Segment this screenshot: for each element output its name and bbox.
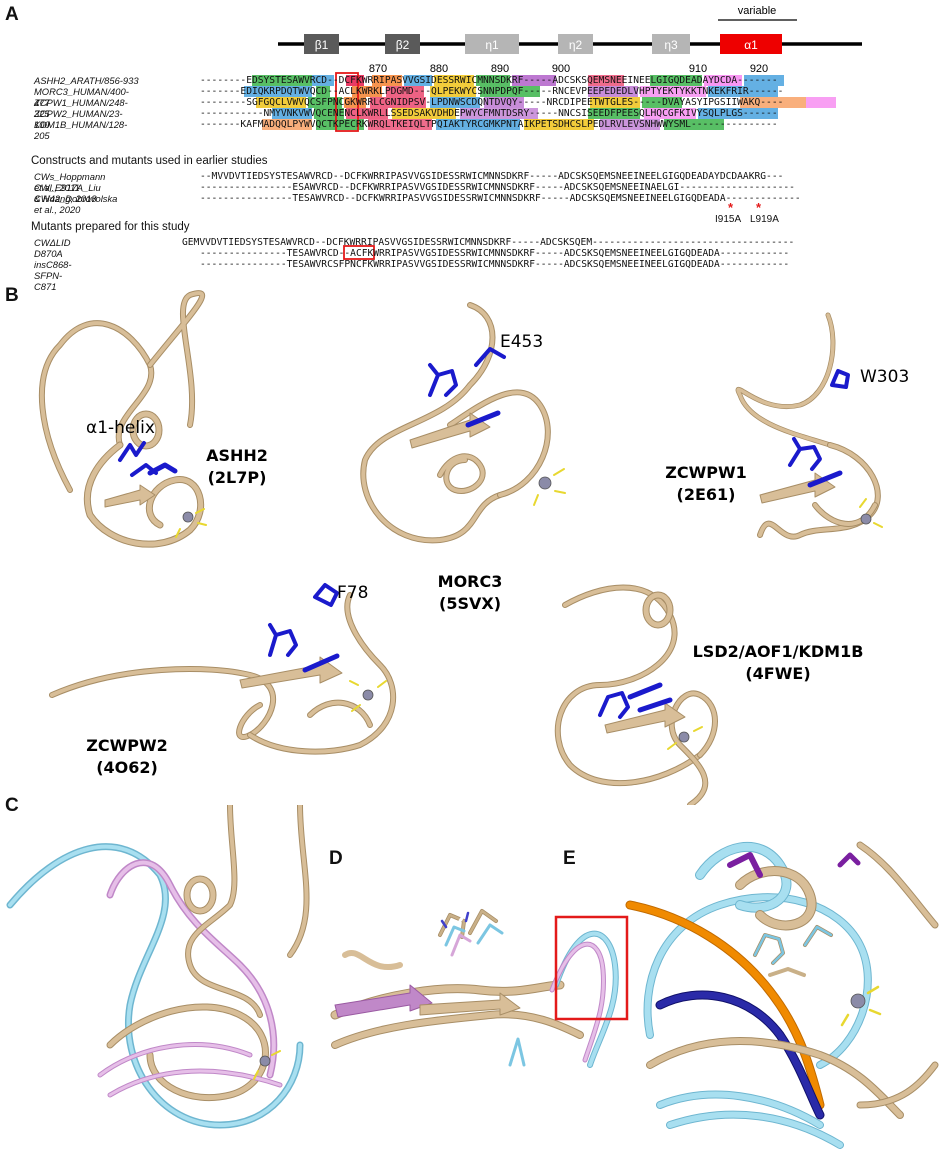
annotation-morc3: E453 [500, 332, 543, 352]
structure-name-zcwpw1: ZCWPW1 [665, 463, 747, 482]
this-study-title: Mutants prepared for this study [31, 221, 190, 233]
seq-name-morc3: MORC3_HUMAN/400-477 [34, 86, 129, 108]
structure-pdb-kdm1b: (4FWE) [745, 664, 810, 683]
ss-box-beta1 [304, 34, 339, 54]
ss-box-alpha1 [720, 34, 782, 54]
structure-pdb-morc3: (5SVX) [439, 594, 501, 613]
highlight-box-loop [554, 915, 629, 1021]
mutation-label-l919a: L919A [750, 214, 779, 225]
construct-name-3: CW42_Dobrovolska et al., 2020 [34, 193, 118, 215]
ruler-900: 900 [552, 63, 570, 75]
ss-label-beta2: β2 [396, 38, 410, 52]
construct-seq-1: --MVVDVTIEDSYSTESAWVRCD--DCFKWRRIPASVVGS… [200, 171, 784, 182]
seq-row-ashh2: --------EDSYSTESAWVRCD--DCFKWRRIPASVVGSI… [200, 75, 778, 86]
ss-box-beta2 [385, 34, 420, 54]
panel-label-d: D [329, 848, 343, 869]
alignment-colour-blocks [244, 75, 836, 130]
seq-row-zcpw2: -----------NMYVNKVWVQCENENCLKWRLLSSEDSAK… [200, 108, 778, 119]
mutant-seq-cwdlid: GEMVVDVTIEDSYSTESAWVRCD--DCFKWRRIPASVVGS… [182, 237, 795, 248]
panel-label-e: E [563, 848, 576, 869]
annotation-ashh2: α1-helix [86, 418, 155, 438]
ss-element-eta3: η3 [652, 34, 690, 54]
seq-row-kdm1b: -------KAFMADQQLPYWVQCTKPECRKWRQLTKEIQLT… [200, 119, 778, 130]
panel-label-c: C [5, 795, 19, 816]
annotation-zcwpw2: F78 [337, 583, 368, 603]
ss-label-alpha1: α1 [744, 38, 758, 52]
panel-a-alignment: variable β1 β2 η1 η2 η3 α1 870 880 890 9… [244, 5, 862, 260]
ruler-880: 880 [430, 63, 448, 75]
structure-kdm1b [554, 584, 718, 805]
overlay-e [625, 841, 939, 1149]
structure-zcwpw1 [735, 312, 883, 540]
mutation-label-i915a: I915A [715, 214, 742, 225]
mutant-name-cwdlid: CWΔLID [34, 237, 71, 248]
structure-ashh2 [38, 290, 207, 548]
construct-seq-3: ----------------TESAWVRCD--DCFKWRRIPASVV… [200, 193, 801, 204]
overlay-c [6, 805, 310, 1129]
seq-name-kdm1b: KDM1B_HUMAN/128-205 [34, 119, 128, 141]
structure-morc3 [360, 302, 566, 544]
ss-label-eta2: η2 [569, 38, 583, 52]
ruler-910: 910 [689, 63, 707, 75]
mutant-seq-insertion: ---------------TESAWVRCSFPNCFKWRRIPASVVG… [200, 259, 790, 270]
mutant-seq-d870a: ---------------TESAWVRCD--ACFKWRRIPASVVG… [200, 248, 790, 259]
seq-row-morc3: -------EDIQKRPDQTWVQCD--ACLKWRKLPDGMD---… [200, 86, 784, 97]
structure-pdb-zcwpw2: (4O62) [96, 758, 158, 777]
overlay-d [330, 909, 619, 1068]
structure-name-kdm1b: LSD2/AOF1/KDM1B [693, 642, 864, 661]
seq-name-ashh2: ASHH2_ARATH/856-933 [34, 75, 139, 86]
seq-name-zcpw2: ZCPW2_HUMAN/23-100 [34, 108, 123, 130]
constructs-title: Constructs and mutants used in earlier s… [31, 155, 268, 167]
ruler-920: 920 [750, 63, 768, 75]
ruler-890: 890 [491, 63, 509, 75]
ss-element-alpha1: α1 [720, 34, 782, 54]
structure-zcwpw2 [49, 583, 396, 755]
highlight-box-insertion [343, 245, 375, 260]
structure-name-morc3: MORC3 [438, 572, 503, 591]
construct-seq-2: ----------------ESAWVRCD--DCFKWRRIPASVVG… [200, 182, 795, 193]
panel-b-structures: α1-helix ASHH2 (2L7P) E453 MORC3 (5SVX) … [38, 290, 909, 805]
mutation-star-2: * [756, 200, 762, 215]
ss-element-beta1: β1 [304, 34, 339, 54]
seq-row-zcpw1: --------SGFGQCLVWVQCSFPNCGKWRRLCGNIDPSV-… [200, 97, 784, 108]
ss-label-eta3: η3 [664, 38, 678, 52]
structure-pdb-ashh2: (2L7P) [208, 468, 267, 487]
panel-label-b: B [5, 285, 19, 306]
structure-pdb-zcwpw1: (2E61) [677, 485, 736, 504]
mutant-name-insertion: insC868-SFPN-C871 [34, 259, 72, 292]
mutant-name-d870a: D870A [34, 248, 63, 259]
ss-box-eta1 [465, 34, 519, 54]
seq-name-zcpw1: ZCPW1_HUMAN/248-325 [34, 97, 128, 119]
ss-box-eta2 [558, 34, 593, 54]
ss-element-eta2: η2 [558, 34, 593, 54]
annotation-zcwpw1: W303 [860, 367, 909, 387]
ss-label-beta1: β1 [315, 38, 329, 52]
construct-name-2: CW_E917A_Liu & Huang, 2018 [34, 182, 101, 204]
panel-cde-overlays [6, 805, 939, 1149]
ss-box-eta3 [652, 34, 690, 54]
highlight-box-cd-region [335, 72, 359, 132]
ruler-870: 870 [369, 63, 387, 75]
ss-element-beta2: β2 [385, 34, 420, 54]
structure-name-zcwpw2: ZCWPW2 [86, 736, 168, 755]
ss-element-eta1: η1 [465, 34, 519, 54]
mutation-star-1: * [728, 200, 734, 215]
structure-name-ashh2: ASHH2 [206, 446, 268, 465]
construct-name-1: CWs_Hoppmann et al., 2011 [34, 171, 106, 193]
variable-label: variable [738, 5, 777, 17]
panel-label-a: A [5, 4, 19, 25]
ss-label-eta1: η1 [485, 38, 499, 52]
